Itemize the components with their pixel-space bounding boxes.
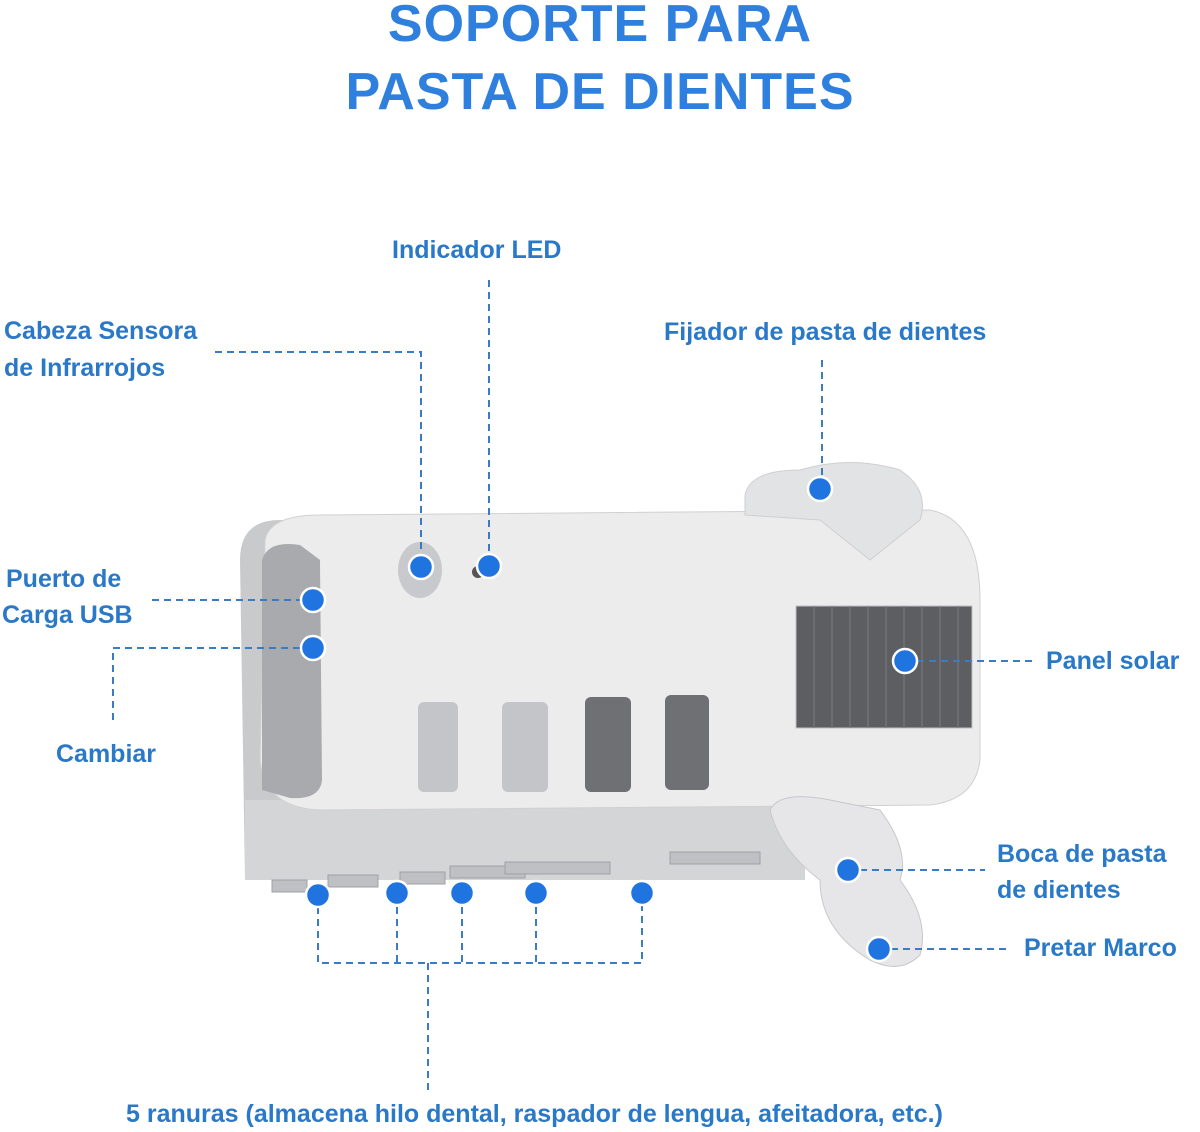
dot-fixer (806, 475, 834, 503)
dot-mouth (834, 856, 862, 884)
label-solar: Panel solar (1046, 647, 1180, 675)
label-switch: Cambiar (56, 740, 157, 768)
solar-panel (795, 605, 973, 729)
label-usb-2: Carga USB (2, 601, 133, 629)
dot-switch (299, 634, 327, 662)
dot-slot-5 (628, 879, 656, 907)
label-led: Indicador LED (392, 236, 562, 264)
dot-usb (299, 586, 327, 614)
label-usb-1: Puerto de (6, 565, 122, 593)
left-opening (262, 544, 322, 799)
label-mouth-1: Boca de pasta (997, 840, 1167, 868)
fixer (744, 462, 923, 561)
label-sensor-1: Cabeza Sensora (4, 317, 198, 345)
label-fixer: Fijador de pasta de dientes (664, 318, 987, 346)
title-line-1: SOPORTE PARA (387, 0, 813, 53)
label-mouth-2: de dientes (997, 876, 1121, 904)
label-sensor-2: de Infrarrojos (4, 354, 166, 382)
dot-sensor (407, 553, 435, 581)
dot-slot-2 (383, 879, 411, 907)
label-press: Pretar Marco (1024, 934, 1177, 962)
dot-solar (891, 647, 919, 675)
dot-slot-3 (448, 879, 476, 907)
dot-led (475, 552, 503, 580)
dot-slot-1 (304, 881, 332, 909)
title-line-2: PASTA DE DIENTES (345, 63, 855, 121)
label-slots: 5 ranuras (almacena hilo dental, raspado… (126, 1100, 943, 1128)
dot-slot-4 (522, 879, 550, 907)
dot-press (865, 935, 893, 963)
